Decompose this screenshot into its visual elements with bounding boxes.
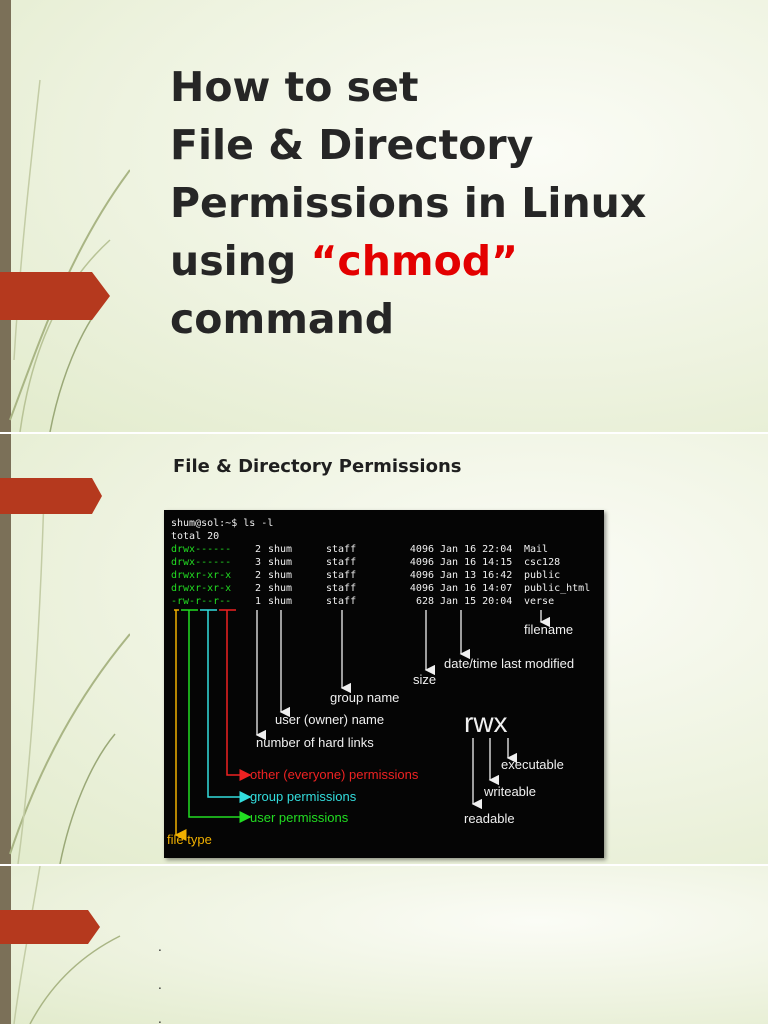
link-count: 3 (255, 557, 261, 568)
writeable-label: writeable (483, 784, 536, 799)
group-perms-label: group permissions (250, 789, 357, 804)
filename-label: filename (524, 622, 573, 637)
datetime-label: date/time last modified (444, 656, 574, 671)
terminal-total: total 20 (171, 531, 219, 542)
group-name-label: group name (330, 690, 399, 705)
link-count: 2 (255, 544, 261, 555)
owner: shum (268, 557, 292, 568)
filename: public (524, 570, 560, 581)
date: Jan 16 14:07 (440, 583, 512, 594)
perm-string: -rw-r--r-- (171, 596, 231, 607)
perm-string: drwx------ (171, 557, 231, 568)
link-count: 2 (255, 583, 261, 594)
slide-title: How to set File & Directory Permissions … (170, 58, 646, 348)
title-line-4-prefix: using (170, 237, 311, 285)
size: 4096 (410, 557, 434, 568)
slide-separator (0, 864, 768, 866)
file-type-label: file type (167, 832, 212, 847)
title-slide: How to set File & Directory Permissions … (0, 0, 768, 432)
owner: shum (268, 570, 292, 581)
terminal-diagram: shum@sol:~$ ls -l total 20 drwx------ 2 … (164, 510, 604, 858)
group: staff (326, 570, 356, 581)
slide-tab-marker (0, 478, 102, 514)
terminal-row: -rw-r--r-- 1 shum staff 628 Jan 15 20:04… (171, 596, 554, 607)
group: staff (326, 583, 356, 594)
date: Jan 15 20:04 (440, 596, 512, 607)
filename: Mail (524, 544, 548, 555)
slide-tab-marker (0, 910, 100, 944)
perm-string: drwxr-xr-x (171, 583, 231, 594)
size: 4096 (410, 544, 434, 555)
group: staff (326, 596, 356, 607)
permissions-slide: File & Directory Permissions shum@sol:~$… (0, 434, 768, 864)
link-count: 1 (255, 596, 261, 607)
rwx-label: rwx (464, 707, 508, 738)
terminal-row: drwx------ 2 shum staff 4096 Jan 16 22:0… (171, 544, 548, 555)
decorative-curves (9, 493, 130, 864)
title-chmod-highlight: “chmod” (310, 237, 519, 285)
filename: verse (524, 596, 554, 607)
third-slide: . . . (0, 866, 768, 1024)
terminal-row: drwx------ 3 shum staff 4096 Jan 16 14:1… (171, 557, 560, 568)
other-perms-label: other (everyone) permissions (250, 767, 419, 782)
terminal-row: drwxr-xr-x 2 shum staff 4096 Jan 13 16:4… (171, 570, 560, 581)
user-perms-arrow (188, 610, 252, 823)
title-line-5: command (170, 295, 395, 343)
title-line-3: Permissions in Linux (170, 179, 647, 227)
slide-tab-marker (0, 272, 110, 320)
title-line-1: How to set (170, 63, 419, 111)
user-name-label: user (owner) name (275, 712, 384, 727)
user-perms-label: user permissions (250, 810, 349, 825)
size: 628 (416, 596, 434, 607)
other-perms-arrow (226, 610, 252, 781)
readable-label: readable (464, 811, 515, 826)
filename: csc128 (524, 557, 560, 568)
group: staff (326, 544, 356, 555)
terminal-row: drwxr-xr-x 2 shum staff 4096 Jan 16 14:0… (171, 583, 590, 594)
bullet-point: . (158, 978, 162, 992)
bullet-point: . (158, 1012, 162, 1024)
size-label: size (413, 672, 436, 687)
slide-heading: File & Directory Permissions (173, 456, 462, 477)
owner: shum (268, 596, 292, 607)
owner: shum (268, 583, 292, 594)
group-perms-arrow (207, 610, 252, 803)
size: 4096 (410, 583, 434, 594)
executable-label: executable (501, 757, 564, 772)
hard-links-label: number of hard links (256, 735, 374, 750)
link-count: 2 (255, 570, 261, 581)
group: staff (326, 557, 356, 568)
slide-left-bar (0, 0, 11, 432)
title-line-2: File & Directory (170, 121, 534, 169)
terminal-prompt: shum@sol:~$ ls -l (171, 518, 273, 529)
slide-left-bar (0, 434, 11, 864)
date: Jan 16 14:15 (440, 557, 512, 568)
bullet-point: . (158, 940, 162, 954)
decorative-curves (13, 866, 121, 1024)
decorative-curves (9, 79, 130, 432)
size: 4096 (410, 570, 434, 581)
perm-string: drwx------ (171, 544, 231, 555)
date: Jan 16 22:04 (440, 544, 512, 555)
slide-separator (0, 432, 768, 434)
owner: shum (268, 544, 292, 555)
date: Jan 13 16:42 (440, 570, 512, 581)
filename: public_html (524, 583, 590, 594)
slide-left-bar (0, 866, 11, 1024)
perm-string: drwxr-xr-x (171, 570, 231, 581)
